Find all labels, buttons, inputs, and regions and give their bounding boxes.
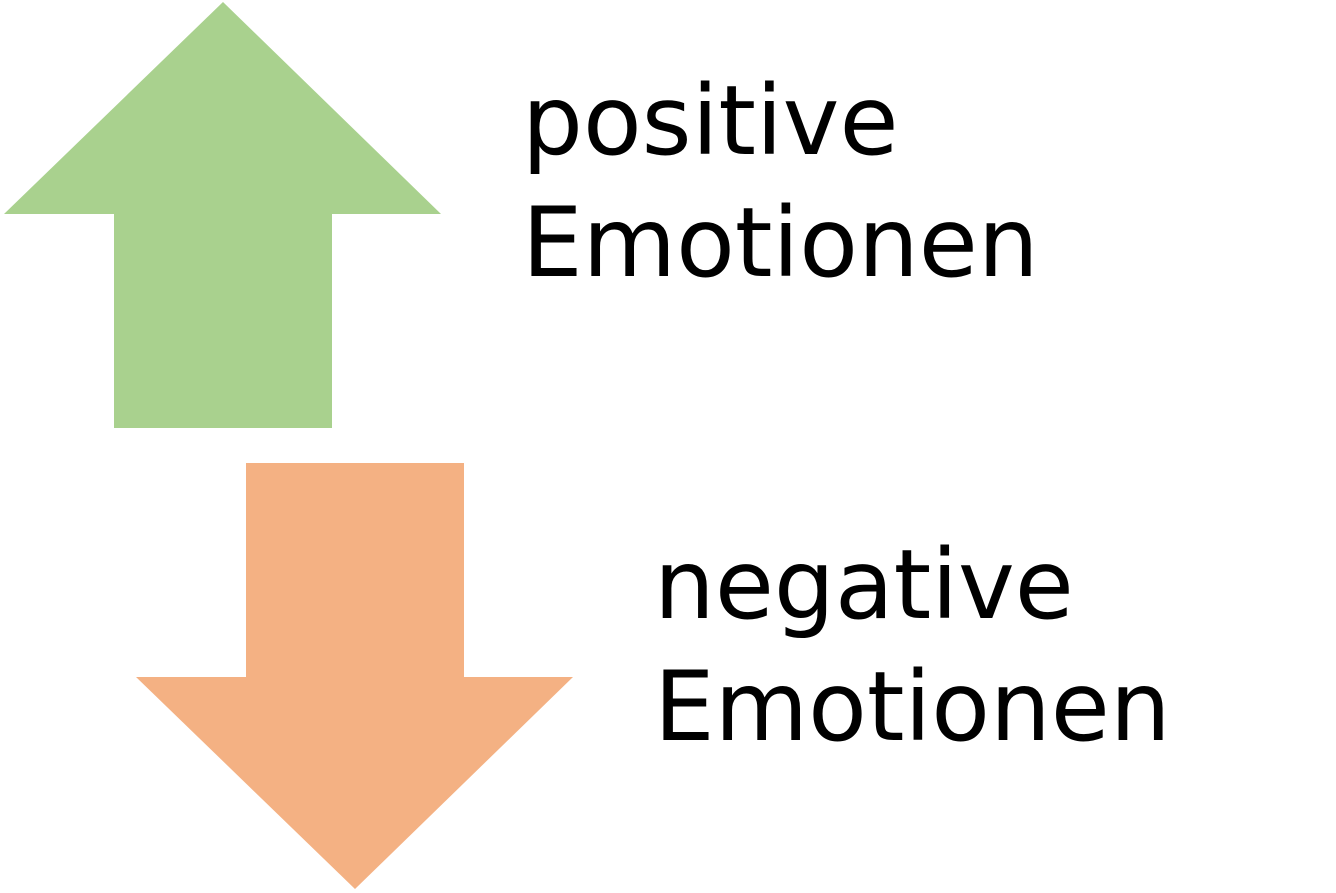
up-arrow-icon	[4, 2, 442, 430]
negative-label-line1: negative	[654, 529, 1074, 641]
down-arrow-icon	[136, 463, 574, 891]
positive-label-line2: Emotionen	[522, 187, 1039, 299]
down-arrow-polygon	[136, 463, 573, 889]
negative-label-line2: Emotionen	[654, 651, 1171, 763]
negative-emotions-label: negative Emotionen	[654, 524, 1171, 768]
positive-emotions-label: positive Emotionen	[522, 60, 1039, 304]
down-arrow-shape	[136, 463, 573, 889]
positive-label-line1: positive	[522, 65, 899, 177]
up-arrow-shape	[4, 2, 441, 428]
up-arrow-polygon	[4, 2, 441, 428]
